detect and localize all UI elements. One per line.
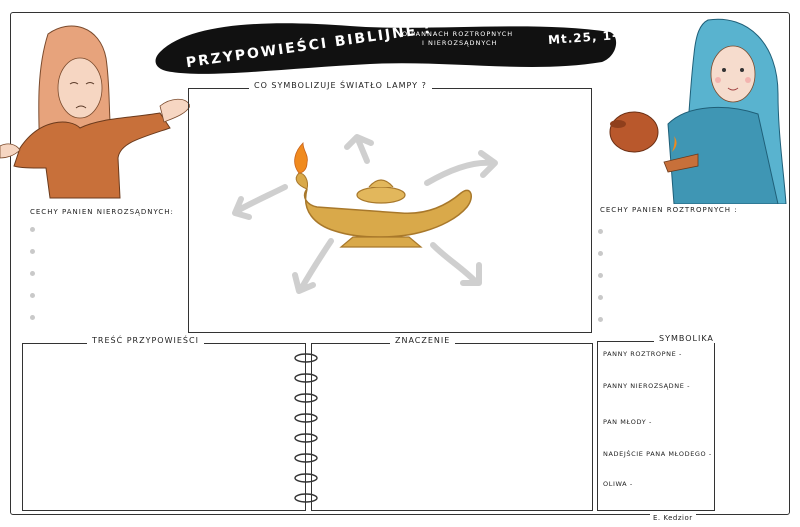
- arrow-top: [344, 134, 374, 164]
- symbol-bridegroom: PAN MŁODY -: [603, 418, 652, 426]
- banner-shape: [155, 23, 617, 74]
- arrow-left: [232, 184, 288, 220]
- arrow-bottom-right: [430, 242, 482, 286]
- arrow-bottom-left: [292, 238, 334, 294]
- banner-subtitle-1: O PANNACH ROZTROPNYCH: [402, 30, 514, 38]
- foolish-traits-list: [30, 227, 35, 337]
- list-item: [598, 317, 603, 322]
- list-item: [30, 249, 35, 254]
- symbol-wise-virgins: PANNY ROZTROPNE -: [603, 350, 682, 358]
- arrow-top-right: [424, 150, 498, 186]
- list-item: [30, 293, 35, 298]
- oil-lamp-icon: [295, 172, 472, 248]
- symbolism-panel: SYMBOLIKA PANNY ROZTROPNE - PANNY NIEROZ…: [597, 334, 719, 511]
- lamp-question: CO SYMBOLIZUJE ŚWIATŁO LAMPY ?: [249, 81, 432, 90]
- symbolism-title: SYMBOLIKA: [654, 334, 719, 343]
- meaning-title: ZNACZENIE: [390, 336, 456, 345]
- parable-content-panel: TREŚĆ PRZYPOWIEŚCI: [22, 336, 306, 511]
- wise-virgin-illustration: [609, 18, 787, 204]
- symbol-oil: OLIWA -: [603, 480, 633, 488]
- list-item: [30, 315, 35, 320]
- foolish-virgin-illustration: [0, 25, 190, 199]
- wise-traits-list: [598, 229, 603, 339]
- list-item: [598, 295, 603, 300]
- title-banner: PRZYPOWIEŚCI BIBLIJNE : O PANNACH ROZTRO…: [150, 12, 637, 80]
- wise-traits-label: CECHY PANIEN ROZTROPNYCH :: [600, 206, 738, 214]
- foolish-traits-label: CECHY PANIEN NIEROZSĄDNYCH:: [30, 208, 174, 216]
- symbol-foolish-virgins: PANNY NIEROZSĄDNE -: [603, 382, 691, 390]
- flame-icon: [294, 142, 308, 174]
- lamp-light-section: CO SYMBOLIZUJE ŚWIATŁO LAMPY ?: [188, 81, 592, 333]
- list-item: [598, 251, 603, 256]
- page-frame: [10, 12, 790, 515]
- list-item: [598, 229, 603, 234]
- author-signature: E. Kedzior: [650, 514, 696, 522]
- symbol-bridegroom-arrival: NADEJŚCIE PANA MŁODEGO -: [603, 450, 712, 458]
- parable-content-title: TREŚĆ PRZYPOWIEŚCI: [87, 336, 204, 345]
- lamp-diagram: [232, 134, 498, 294]
- banner-subtitle-2: I NIEROZSĄDNYCH: [422, 39, 498, 47]
- notebook-rings: [294, 353, 318, 503]
- meaning-panel: ZNACZENIE: [311, 336, 593, 511]
- list-item: [30, 227, 35, 232]
- list-item: [598, 273, 603, 278]
- list-item: [30, 271, 35, 276]
